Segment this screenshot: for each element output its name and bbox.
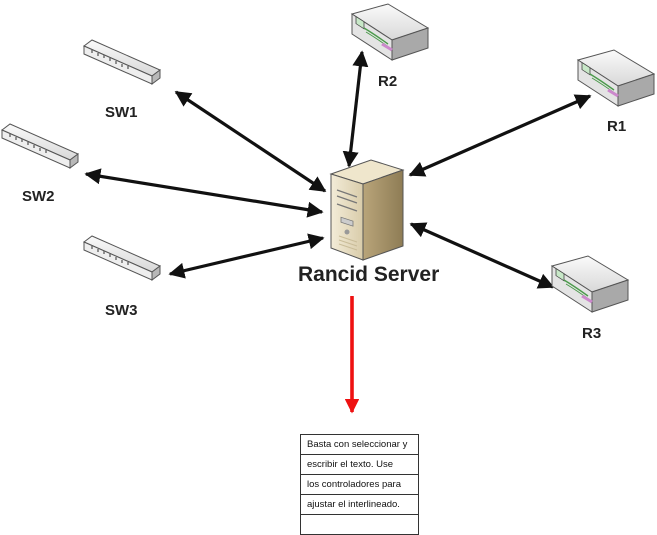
router-r2-icon xyxy=(350,3,430,61)
server-icon xyxy=(329,159,405,261)
switch-sw1-icon xyxy=(83,39,161,85)
router-r1-icon xyxy=(576,49,656,107)
note-line xyxy=(301,515,418,534)
note-line: ajustar el interlineado. xyxy=(301,495,418,515)
links xyxy=(84,50,592,414)
note-line: los controladores para xyxy=(301,475,418,495)
note-line: Basta con seleccionar y xyxy=(301,435,418,455)
text-note: Basta con seleccionar y escribir el text… xyxy=(300,434,419,535)
sw3-label: SW3 xyxy=(105,302,138,319)
link-sw2 xyxy=(84,168,324,218)
server-label: Rancid Server xyxy=(298,263,440,286)
sw1-label: SW1 xyxy=(105,104,138,121)
router-r3-icon xyxy=(550,255,630,313)
switch-sw2-icon xyxy=(1,123,79,169)
r1-label: R1 xyxy=(607,118,627,135)
note-line: escribir el texto. Use xyxy=(301,455,418,475)
switch-sw3-icon xyxy=(83,235,161,281)
link-sw3 xyxy=(168,233,325,279)
sw2-label: SW2 xyxy=(22,188,55,205)
link-r3 xyxy=(409,222,555,289)
link-sw1 xyxy=(174,90,327,193)
link-r2 xyxy=(342,50,369,168)
r3-label: R3 xyxy=(582,325,602,342)
link-r1 xyxy=(408,94,592,177)
r2-label: R2 xyxy=(378,73,398,90)
